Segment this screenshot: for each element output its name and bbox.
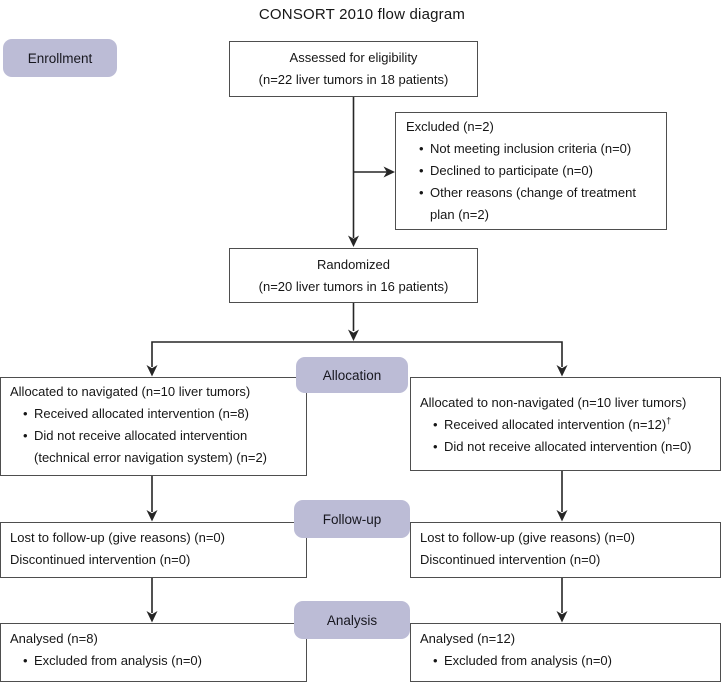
- diagram-title: CONSORT 2010 flow diagram: [258, 6, 466, 23]
- box-allocated-non-navigated: Allocated to non-navigated (n=10 liver t…: [410, 377, 721, 471]
- bullet-item: Declined to participate (n=0): [419, 160, 658, 182]
- box-title: Analysed (n=12): [420, 631, 516, 646]
- box-randomized: Randomized (n=20 liver tumors in 16 pati…: [229, 248, 478, 303]
- stage-badge-enrollment: Enrollment: [3, 39, 117, 77]
- box-title: Analysed (n=8): [10, 631, 98, 646]
- bullet-list: Excluded from analysis (n=0): [10, 650, 302, 672]
- bullet-list: Received allocated intervention (n=8) Di…: [10, 403, 302, 469]
- arrowhead-an-right: [556, 611, 568, 623]
- box-line: Lost to follow-up (give reasons) (n=0): [10, 530, 225, 545]
- box-line: Assessed for eligibility: [289, 50, 418, 65]
- bullet-item: Not meeting inclusion criteria (n=0): [419, 138, 658, 160]
- box-line: Discontinued intervention (n=0): [420, 552, 601, 567]
- box-line: Lost to follow-up (give reasons) (n=0): [420, 530, 635, 545]
- box-line: (n=20 liver tumors in 16 patients): [258, 278, 449, 294]
- box-title: Allocated to navigated (n=10 liver tumor…: [10, 384, 251, 399]
- bullet-list: Received allocated intervention (n=12)† …: [420, 414, 716, 458]
- bullet-item: Received allocated intervention (n=8): [23, 403, 302, 425]
- box-allocated-navigated: Allocated to navigated (n=10 liver tumor…: [0, 377, 307, 476]
- box-followup-non-navigated: Lost to follow-up (give reasons) (n=0) D…: [410, 522, 721, 578]
- stage-badge-analysis: Analysis: [294, 601, 410, 639]
- box-assessed-eligibility: Assessed for eligibility (n=22 liver tum…: [229, 41, 478, 97]
- arrowhead-alloc-right: [556, 365, 568, 377]
- bullet-list: Excluded from analysis (n=0): [420, 650, 716, 672]
- box-line: (n=22 liver tumors in 18 patients): [258, 72, 449, 87]
- bullet-item: Excluded from analysis (n=0): [433, 650, 716, 672]
- box-line: Randomized: [317, 256, 390, 272]
- bullet-list: Not meeting inclusion criteria (n=0) Dec…: [406, 138, 658, 226]
- box-line: Discontinued intervention (n=0): [10, 552, 191, 567]
- bullet-item: Did not receive allocated intervention (…: [433, 436, 716, 458]
- bullet-item: Excluded from analysis (n=0): [23, 650, 302, 672]
- arrowhead-randomized: [348, 235, 359, 247]
- dagger-footnote-mark: †: [666, 415, 672, 426]
- bullet-text: Received allocated intervention (n=12): [444, 417, 667, 432]
- arrowhead-alloc-left: [146, 365, 158, 377]
- box-title: Allocated to non-navigated (n=10 liver t…: [420, 395, 687, 410]
- stage-badge-allocation: Allocation: [296, 357, 408, 393]
- box-analysis-navigated: Analysed (n=8) Excluded from analysis (n…: [0, 623, 307, 682]
- arrowhead-an-left: [146, 611, 158, 623]
- stage-badge-followup: Follow-up: [294, 500, 410, 538]
- arrowhead-branch: [348, 329, 359, 341]
- arrowhead-excluded: [383, 166, 395, 178]
- bullet-item: Received allocated intervention (n=12)†: [433, 414, 716, 436]
- box-followup-navigated: Lost to follow-up (give reasons) (n=0) D…: [0, 522, 307, 578]
- box-analysis-non-navigated: Analysed (n=12) Excluded from analysis (…: [410, 623, 721, 682]
- box-title: Excluded (n=2): [406, 119, 494, 134]
- bullet-item: Other reasons (change of treatment plan …: [419, 182, 658, 226]
- arrowhead-fu-left: [146, 510, 158, 522]
- bullet-item: Did not receive allocated intervention (…: [23, 425, 302, 469]
- arrowhead-fu-right: [556, 510, 568, 522]
- box-excluded: Excluded (n=2) Not meeting inclusion cri…: [395, 112, 667, 230]
